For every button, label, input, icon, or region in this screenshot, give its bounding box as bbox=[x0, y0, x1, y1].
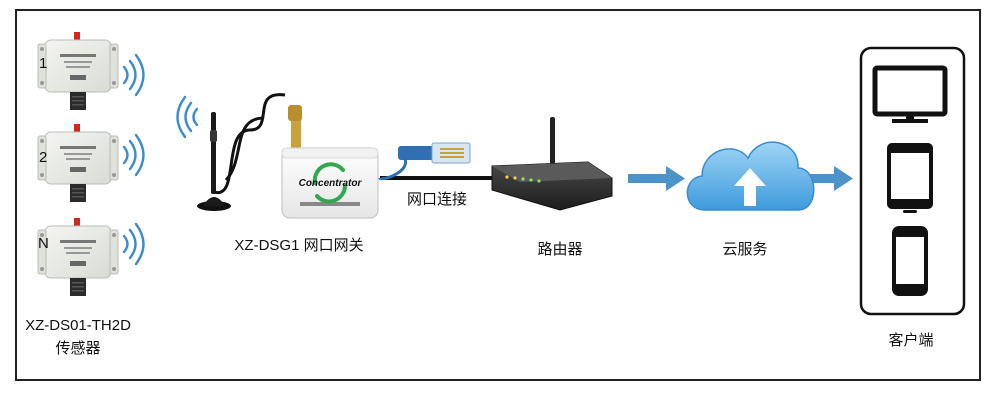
gateway-brand-label: Concentrator bbox=[299, 178, 363, 189]
diagram-frame bbox=[15, 9, 981, 381]
signal-waves-sensor-2 bbox=[122, 133, 145, 177]
sensor-label-n: N bbox=[38, 235, 49, 252]
arrow-router-to-cloud bbox=[628, 166, 685, 191]
sensor-label-2: 2 bbox=[39, 149, 48, 166]
signal-waves-sensor-n bbox=[122, 222, 145, 266]
ethernet-cable bbox=[378, 142, 492, 181]
tablet-icon bbox=[887, 143, 933, 213]
router-device bbox=[491, 117, 613, 211]
sensor-caption: 传感器 bbox=[55, 340, 101, 357]
router-caption: 路由器 bbox=[537, 241, 583, 258]
gateway-caption: XZ-DSG1 网口网关 bbox=[234, 237, 364, 254]
sensor-device-n bbox=[37, 217, 119, 297]
monitor-icon bbox=[872, 65, 948, 123]
sensor-label-1: 1 bbox=[39, 55, 48, 72]
cloud-caption: 云服务 bbox=[722, 241, 768, 258]
client-caption: 客户端 bbox=[888, 332, 934, 349]
cloud-icon bbox=[686, 141, 815, 211]
sensor-device-2 bbox=[37, 123, 119, 203]
gateway-device bbox=[281, 105, 379, 219]
signal-waves-sensor-1 bbox=[122, 53, 145, 97]
gateway-antenna bbox=[197, 93, 286, 211]
sensor-device-1 bbox=[37, 31, 119, 111]
link-caption: 网口连接 bbox=[406, 191, 468, 208]
arrow-cloud-to-client bbox=[800, 166, 853, 191]
phone-icon bbox=[892, 226, 928, 296]
sensor-model-label: XZ-DS01-TH2D bbox=[25, 317, 131, 334]
signal-waves-gateway bbox=[176, 95, 199, 139]
